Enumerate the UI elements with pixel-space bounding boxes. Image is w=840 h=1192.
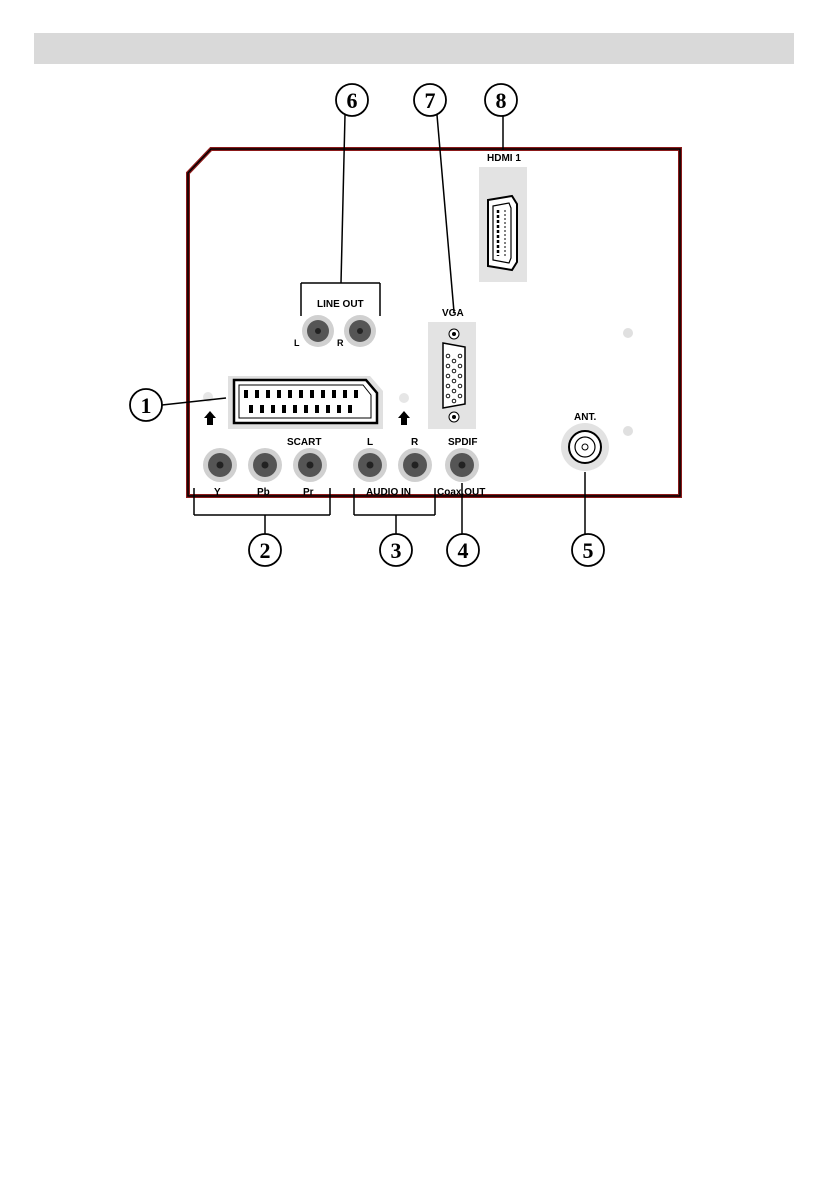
svg-text:2: 2 bbox=[260, 538, 271, 563]
component-y-label: Y bbox=[214, 487, 221, 498]
svg-text:8: 8 bbox=[496, 88, 507, 113]
indicator-dot bbox=[399, 393, 409, 403]
callout-4: 4 bbox=[447, 534, 479, 566]
antenna-port: ANT. bbox=[561, 412, 609, 471]
svg-text:4: 4 bbox=[458, 538, 469, 563]
spdif-label: SPDIF bbox=[448, 437, 477, 448]
audio-in-label: AUDIO IN bbox=[366, 487, 411, 498]
vga-port: VGA bbox=[428, 308, 476, 429]
component-pr-label: Pr bbox=[303, 487, 314, 498]
component-pb-label: Pb bbox=[257, 487, 270, 498]
component-jacks: Y Pb Pr bbox=[203, 448, 327, 498]
svg-text:6: 6 bbox=[347, 88, 358, 113]
coax-out-label: Coax.OUT bbox=[437, 487, 485, 498]
line-out-label: LINE OUT bbox=[317, 299, 364, 310]
audio-in-jacks: L R AUDIO IN bbox=[353, 437, 432, 498]
callout-6: 6 bbox=[336, 84, 368, 116]
scart-label: SCART bbox=[287, 437, 321, 448]
audio-in-right-label: R bbox=[411, 437, 419, 448]
svg-text:1: 1 bbox=[141, 393, 152, 418]
callout-8: 8 bbox=[485, 84, 517, 116]
antenna-label: ANT. bbox=[574, 412, 596, 423]
hdmi-label: HDMI 1 bbox=[487, 153, 521, 164]
callout-7: 7 bbox=[414, 84, 446, 116]
line-out-group: LINE OUT L R bbox=[294, 283, 380, 348]
spdif-port: SPDIF Coax.OUT bbox=[437, 437, 485, 498]
callout-3: 3 bbox=[380, 534, 412, 566]
audio-in-left-label: L bbox=[367, 437, 373, 448]
hdmi-port: HDMI 1 bbox=[479, 153, 527, 282]
vga-label: VGA bbox=[442, 308, 464, 319]
svg-text:7: 7 bbox=[425, 88, 436, 113]
line-out-left-label: L bbox=[294, 338, 300, 348]
arrow-up-icon bbox=[398, 411, 410, 425]
scart-port: SCART bbox=[228, 376, 383, 448]
callout-5: 5 bbox=[572, 534, 604, 566]
svg-text:3: 3 bbox=[391, 538, 402, 563]
callout-2: 2 bbox=[249, 534, 281, 566]
callout-1: 1 bbox=[130, 389, 162, 421]
line-out-right-label: R bbox=[337, 338, 344, 348]
arrow-up-icon bbox=[204, 411, 216, 425]
svg-text:5: 5 bbox=[583, 538, 594, 563]
indicator-dot bbox=[623, 328, 633, 338]
indicator-dot bbox=[623, 426, 633, 436]
